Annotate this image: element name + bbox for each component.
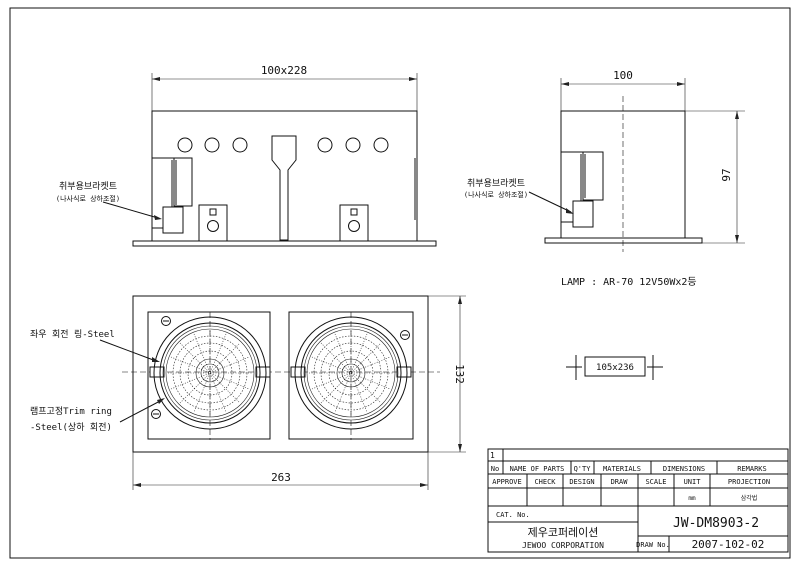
vent-hole	[177, 137, 193, 153]
vent-hole	[317, 137, 333, 153]
sheet-number: 1	[490, 451, 495, 460]
plan-width-dimension: 263	[271, 471, 291, 484]
adjustment-block-side	[572, 200, 594, 228]
trim-label-line-1: 램프고정Trim ring	[30, 405, 112, 417]
check-label: CHECK	[534, 478, 556, 486]
bracket-leader-line	[102, 201, 159, 219]
approve-label: APPROVE	[492, 478, 522, 486]
company-name-english: JEWOO CORPORATION	[522, 541, 604, 550]
lamp-socket	[339, 204, 369, 242]
title-block: 1 No NAME OF PARTS Q'TY MATERIALS DIMENS…	[487, 448, 789, 553]
design-label: DESIGN	[569, 478, 594, 486]
side-height-dimension: 97	[720, 168, 733, 181]
vent-hole	[204, 137, 220, 153]
front-base-plate	[132, 240, 437, 247]
front-width-dimension: 100x228	[261, 64, 307, 77]
trim-label-line-2: -Steel(상하 회전)	[30, 422, 112, 433]
lamp-right	[294, 316, 408, 430]
projection-value: 삼각법	[741, 494, 758, 502]
plan-outer-frame	[132, 295, 429, 453]
header-qty: Q'TY	[574, 465, 592, 473]
plan-view: 좌우 회전 링-Steel 램프고정Trim ring -Steel(상하 회전…	[30, 295, 466, 490]
header-remarks: REMARKS	[737, 465, 767, 473]
screw-icon	[161, 316, 171, 326]
projection-label: PROJECTION	[728, 478, 770, 486]
draw-no-value: 2007-102-02	[692, 538, 765, 551]
lamp-socket	[198, 204, 228, 242]
plan-height-dimension: 132	[453, 364, 466, 384]
screw-icon	[151, 409, 161, 419]
front-view: 100x228 취부용브라켓트 (나사식로 상하조절)	[56, 64, 437, 247]
center-support-bracket	[271, 135, 297, 241]
rotation-ring	[294, 316, 408, 430]
side-bracket-sub-label: (나사식로 상하조절)	[464, 190, 528, 199]
side-width-dimension: 100	[613, 69, 633, 82]
draw-no-label: DRAW No.	[636, 541, 670, 549]
drawing-border	[9, 7, 791, 559]
company-name-korean: 제우코퍼레이션	[528, 526, 599, 539]
cutout-dimension: 105x236	[596, 363, 634, 373]
header-no: No	[491, 465, 499, 473]
ring-label: 좌우 회전 링-Steel	[30, 328, 115, 340]
header-name-of-parts: NAME OF PARTS	[510, 465, 565, 473]
lamp-left	[153, 316, 267, 430]
bracket-sub-label: (나사식로 상하조절)	[56, 194, 120, 203]
side-base-plate	[544, 237, 703, 244]
vent-hole	[345, 137, 361, 153]
scale-label: SCALE	[645, 478, 666, 486]
unit-label: UNIT	[684, 478, 702, 486]
ring-leader-line	[99, 339, 157, 362]
drawing-number: JW-DM8903-2	[673, 516, 759, 531]
screw-icon	[400, 330, 410, 340]
header-materials: MATERIALS	[603, 465, 641, 473]
vent-hole	[232, 137, 248, 153]
unit-value: mm	[688, 495, 696, 502]
rotation-ring	[153, 316, 267, 430]
trim-leader-line	[119, 399, 163, 423]
side-view: 100 97 취부용브라켓트 (나사식로 상하조절)	[464, 69, 745, 252]
bracket-label: 취부용브라켓트	[59, 181, 117, 192]
side-bracket-leader-line	[528, 191, 572, 213]
cutout-box	[584, 356, 646, 377]
cat-no-label: CAT. No.	[496, 511, 530, 519]
vent-hole	[373, 137, 389, 153]
draw-label: DRAW	[611, 478, 629, 486]
side-bracket-label: 취부용브라켓트	[467, 178, 525, 189]
cutout-detail: 105x236	[566, 355, 663, 380]
header-dimensions: DIMENSIONS	[663, 465, 705, 473]
adjustment-block	[162, 206, 184, 234]
lamp-spec: LAMP : AR-70 12V50Wx2등	[561, 276, 697, 288]
